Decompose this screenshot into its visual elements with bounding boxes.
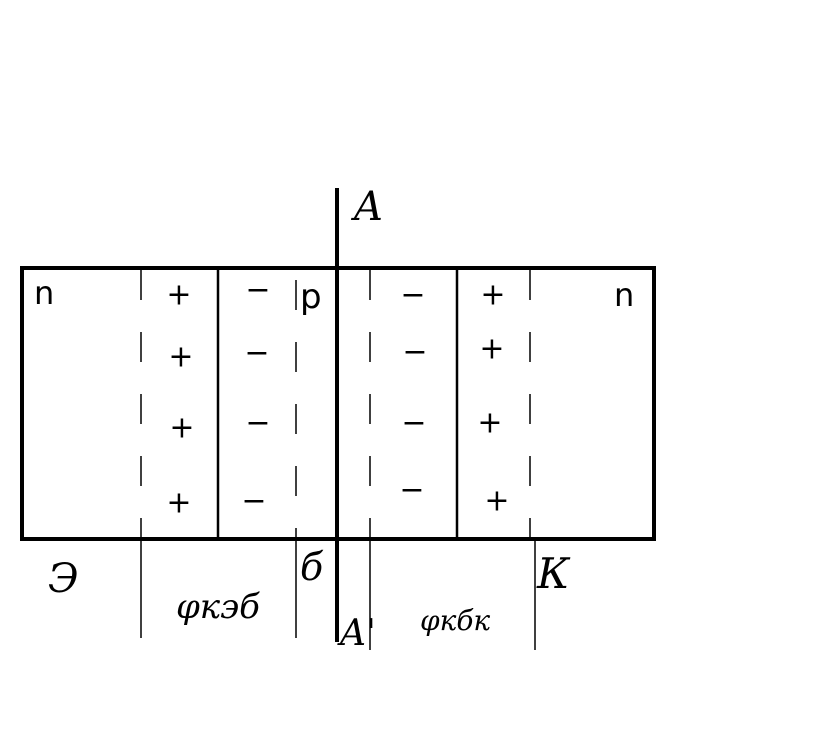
charge-sign: + xyxy=(479,332,504,367)
charge-sign: − xyxy=(241,484,266,519)
charge-sign: − xyxy=(399,473,424,508)
emitter-region-type-label: n xyxy=(34,274,54,312)
collector-terminal-label: К xyxy=(536,549,571,598)
charge-sign: + xyxy=(166,486,191,521)
charge-sign: − xyxy=(245,273,270,308)
base-terminal-label: б xyxy=(300,545,324,589)
charge-sign: + xyxy=(477,406,502,441)
charge-sign: − xyxy=(402,335,427,370)
charge-sign: + xyxy=(166,278,191,313)
emitter-base-potential-label: φкэб xyxy=(176,587,260,627)
charge-sign: + xyxy=(484,484,509,519)
charge-sign: − xyxy=(400,278,425,313)
charge-sign: − xyxy=(401,406,426,441)
base-region-type-label: p xyxy=(300,277,322,317)
charge-sign: + xyxy=(169,411,194,446)
base-collector-potential-label: φкбк xyxy=(420,604,490,637)
charge-sign: + xyxy=(480,278,505,313)
section-label-top: A xyxy=(350,184,383,230)
section-label-bottom: A' xyxy=(337,613,376,654)
charge-sign: + xyxy=(168,340,193,375)
emitter-terminal-label: Э xyxy=(48,556,79,602)
collector-region-type-label: n xyxy=(614,276,634,314)
charge-sign: − xyxy=(245,406,270,441)
charge-sign: − xyxy=(244,336,269,371)
